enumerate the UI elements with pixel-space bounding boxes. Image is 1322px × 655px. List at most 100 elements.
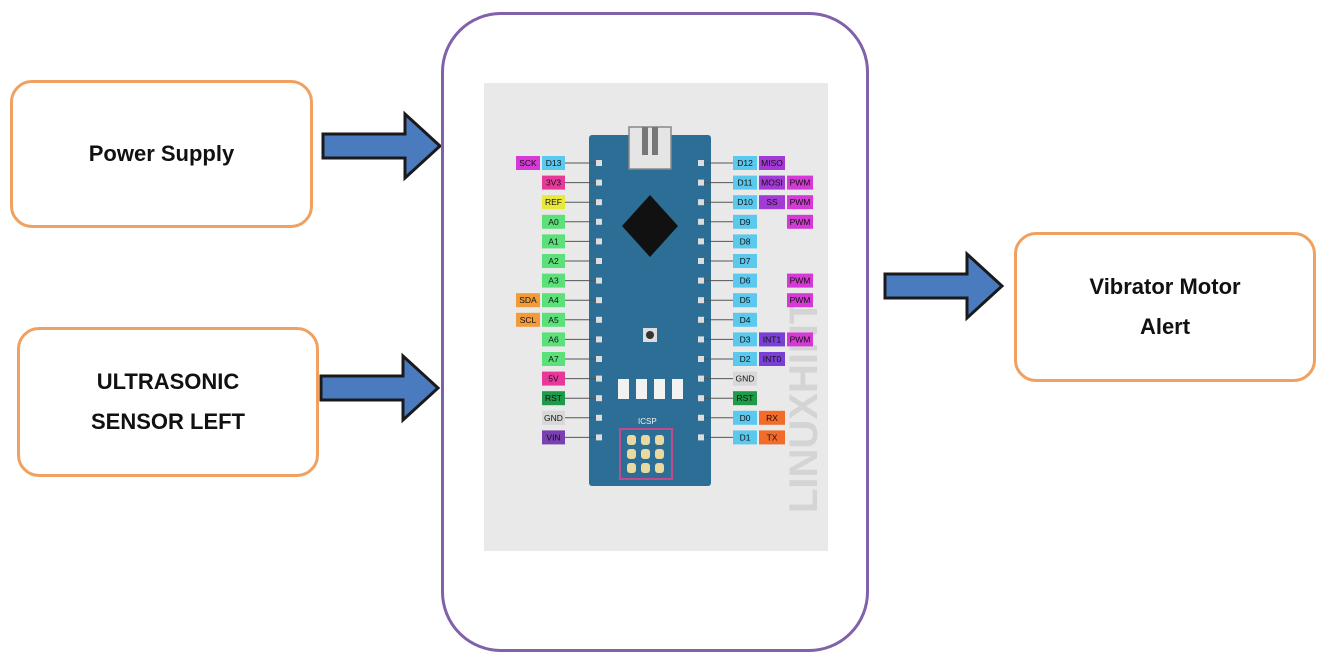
ultrasonic-sensor-label-line2: SENSOR LEFT: [90, 409, 245, 434]
pin-pad: [698, 160, 704, 166]
icsp-pin: [655, 435, 664, 445]
pin-function-tag-bg: [787, 293, 813, 308]
vibrator-motor-label-line1: Vibrator Motor: [1089, 274, 1241, 299]
pin-pad: [596, 336, 602, 343]
pin-label-right-bg: [733, 430, 757, 445]
pin-label-right-bg: [733, 352, 757, 366]
pin-pad: [596, 297, 602, 304]
vibrator-motor-block: Vibrator Motor Alert: [1014, 232, 1316, 382]
pin-label-left: A6: [548, 334, 559, 344]
pin-label-left: A0: [548, 217, 559, 227]
pin-pad: [698, 336, 704, 343]
pin-function-tag-bg: [516, 293, 540, 308]
pin-label-right: D12: [737, 158, 753, 168]
pin-label-right-bg: [733, 410, 757, 425]
power-supply-block: Power Supply: [10, 80, 313, 228]
pin-label-left: 5V: [548, 374, 559, 384]
pin-label-left-bg: [542, 391, 565, 406]
pin-function-tag: PWM: [790, 334, 811, 344]
pin-label-left: RST: [545, 393, 562, 403]
pin-label-left: A4: [548, 295, 559, 305]
pin-function-tag-bg: [759, 156, 785, 170]
pin-label-right-bg: [733, 293, 757, 308]
pin-pad: [698, 356, 704, 362]
icsp-pins: [627, 435, 664, 473]
pin-pad: [596, 395, 602, 402]
pin-function-tag: PWM: [790, 197, 811, 207]
pin-label-left-bg: [542, 156, 565, 170]
pin-function-tag: SS: [766, 197, 778, 207]
pin-label-left-bg: [542, 430, 565, 445]
arrow-sensor-to-board: [319, 352, 441, 424]
pin-pad: [596, 238, 602, 245]
pin-label-left: A7: [548, 354, 559, 364]
pin-pad: [596, 179, 602, 186]
pin-label-right-bg: [733, 195, 757, 210]
ultrasonic-sensor-block: ULTRASONIC SENSOR LEFT: [17, 327, 319, 477]
vibrator-motor-label-line2: Alert: [1139, 314, 1191, 339]
pin-pad: [698, 218, 704, 225]
pin-label-left-bg: [542, 410, 565, 425]
arrow-power-to-board: [321, 110, 443, 182]
pin-label-right: D7: [740, 256, 751, 266]
pin-function-tag: INT1: [763, 334, 782, 344]
pin-pad: [698, 277, 704, 284]
pin-function-tag: PWM: [790, 217, 811, 227]
board-body: [589, 135, 711, 486]
pin-label-right-bg: [733, 391, 757, 406]
led: [636, 379, 647, 399]
pin-function-tag: RX: [766, 413, 778, 423]
pin-pad: [698, 375, 704, 382]
pin-function-tag-bg: [759, 430, 785, 445]
pin-pad: [698, 297, 704, 304]
pin-label-right-bg: [733, 254, 757, 268]
icsp-pin: [655, 449, 664, 459]
pin-label-left: A5: [548, 315, 559, 325]
pin-label-right-bg: [733, 273, 757, 288]
pin-label-right-bg: [733, 332, 757, 347]
pin-pad: [698, 199, 704, 206]
pin-function-tag: TX: [767, 432, 778, 442]
pin-function-tag-bg: [787, 195, 813, 210]
pin-pad: [596, 356, 602, 362]
pin-label-left-bg: [542, 175, 565, 190]
pin-function-tag: SCK: [519, 158, 537, 168]
led: [654, 379, 665, 399]
pin-label-left-bg: [542, 195, 565, 210]
pin-function-tag-bg: [787, 214, 813, 229]
pin-function-tag-bg: [516, 312, 540, 327]
pin-pad: [596, 414, 602, 421]
pin-pad: [698, 434, 704, 441]
pin-label-left-bg: [542, 312, 565, 327]
pin-label-right: D0: [740, 413, 751, 423]
pin-pad: [596, 375, 602, 382]
pin-function-tag-bg: [759, 175, 785, 190]
arrow-board-to-motor: [883, 250, 1005, 322]
pin-function-tag-bg: [759, 410, 785, 425]
pin-label-right: GND: [736, 374, 755, 384]
icsp-pin: [627, 449, 636, 459]
pin-label-right: D6: [740, 276, 751, 286]
pin-label-left: D13: [546, 158, 562, 168]
pin-pad: [596, 277, 602, 284]
pin-label-right: D1: [740, 432, 751, 442]
pin-label-left: A1: [548, 236, 559, 246]
pin-label-left-bg: [542, 293, 565, 308]
pin-label-left: A3: [548, 276, 559, 286]
pin-label-right: D5: [740, 295, 751, 305]
pin-label-left-bg: [542, 273, 565, 288]
pin-label-left-bg: [542, 214, 565, 229]
pin-label-right: D11: [738, 178, 753, 188]
pin-labels: D13SCK3V3REFA0A1A2A3A4SDAA5SCLA6A75VRSTG…: [516, 156, 813, 445]
pin-function-tag: MOSI: [761, 178, 783, 188]
pin-label-right-bg: [733, 371, 757, 386]
power-supply-label: Power Supply: [88, 141, 235, 166]
pin-pad: [596, 199, 602, 206]
pin-function-tag: SCL: [520, 315, 537, 325]
led: [618, 379, 629, 399]
pin-pad: [698, 395, 704, 402]
pin-label-right-bg: [733, 175, 757, 190]
pin-pad: [698, 258, 704, 264]
pin-function-tag-bg: [787, 273, 813, 288]
